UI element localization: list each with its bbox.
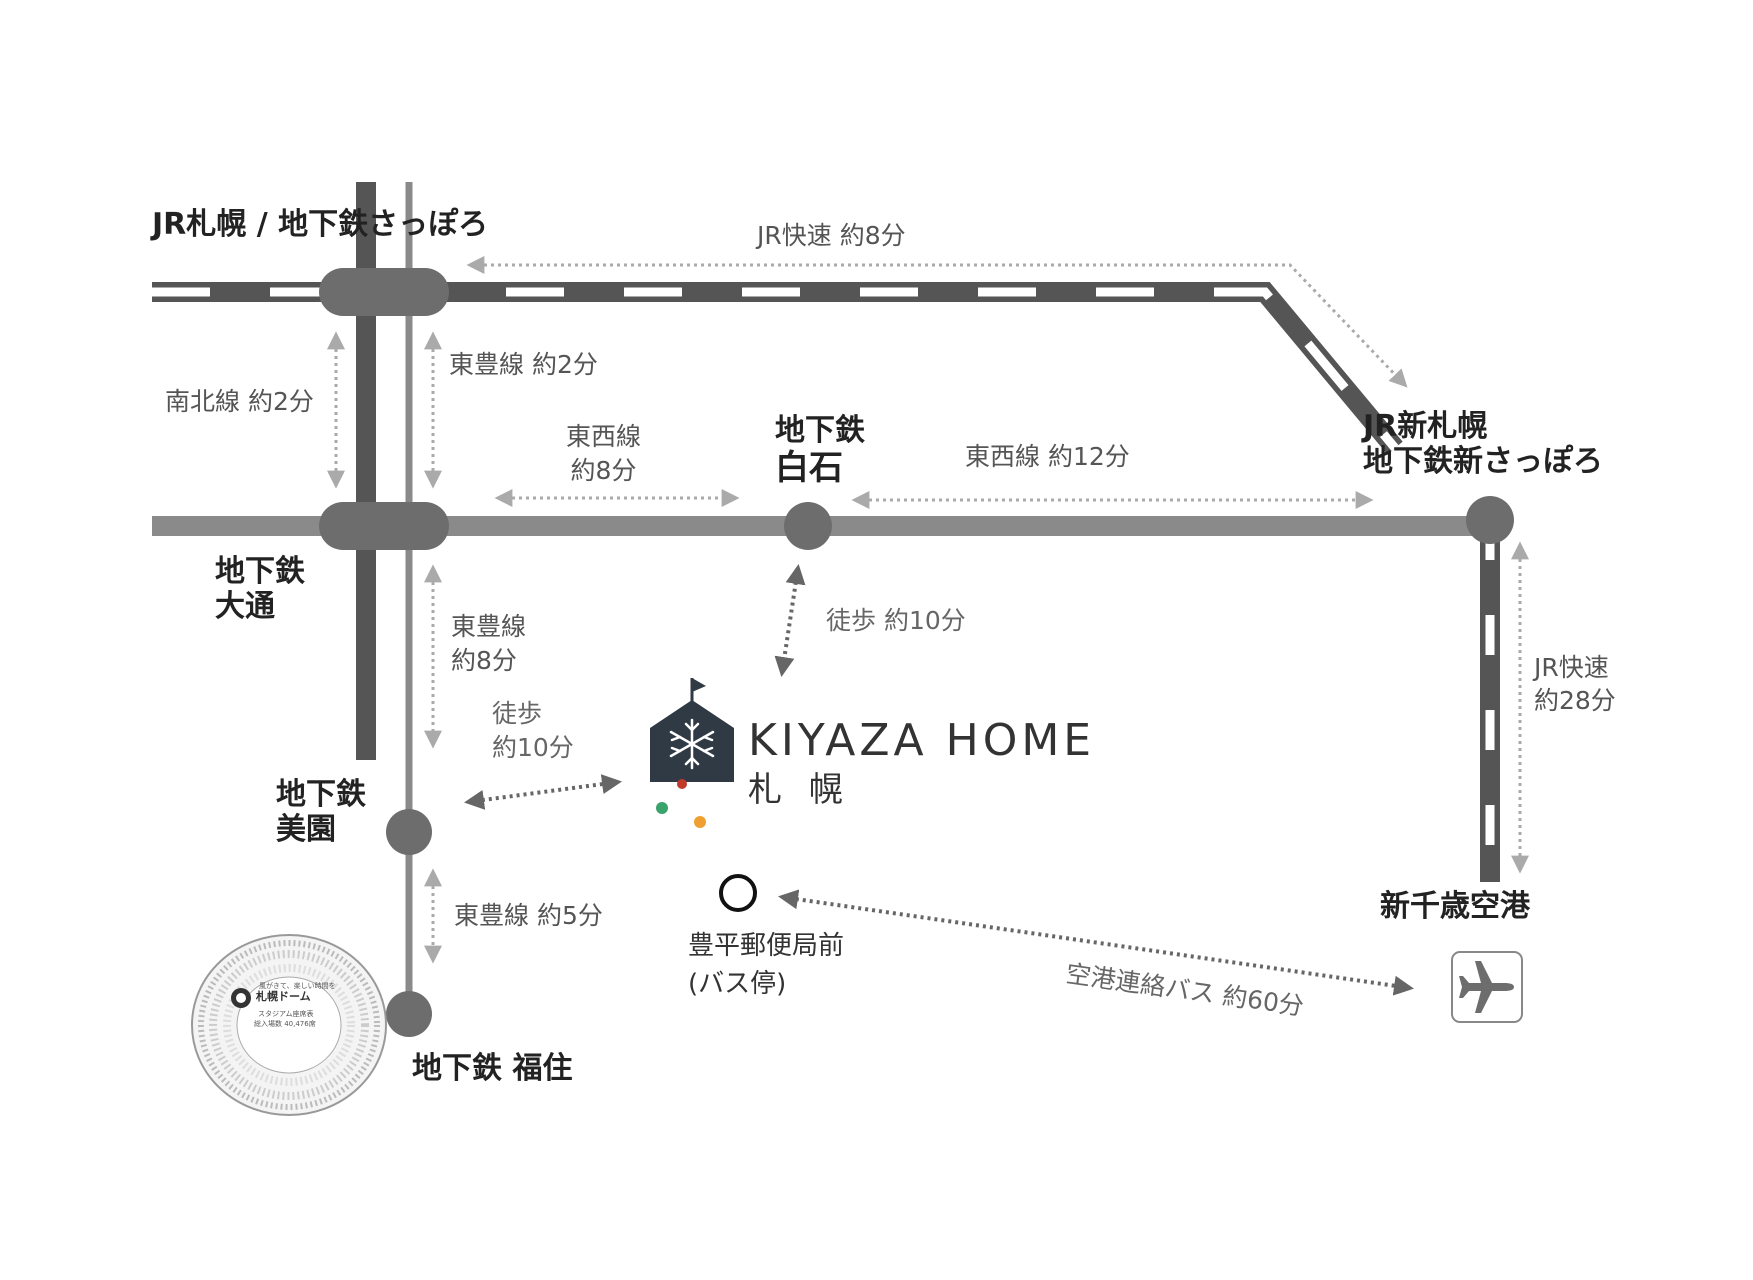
bus-stop-icon[interactable] — [719, 874, 757, 912]
station-marker-fukuzumi[interactable] — [386, 991, 432, 1037]
route-label-nanboku-2: 南北線 約2分 — [165, 387, 314, 416]
route-label-toho-2: 東豊線 約2分 — [449, 350, 598, 379]
airplane-icon[interactable] — [1451, 951, 1523, 1023]
route-label-toho-8-line2: 約8分 — [451, 645, 517, 675]
route-label-toho-5: 東豊線 約5分 — [454, 901, 603, 930]
station-label-shin-sapporo-line1: JR新札幌 — [1363, 409, 1488, 444]
station-label-shiroishi-line2: 白石 — [775, 447, 843, 488]
station-marker-shiroishi[interactable] — [784, 502, 832, 550]
route-label-walk-misono-line2: 約10分 — [492, 732, 574, 762]
dome-capacity: 総入場数 40,476席 — [254, 1020, 316, 1028]
arrow-walk-misono — [464, 774, 622, 810]
station-label-shiroishi-line1: 地下鉄 — [775, 413, 865, 448]
brand-name[interactable]: KIYAZA HOME — [748, 715, 1096, 766]
route-label-walk-shiroishi: 徒歩 約10分 — [826, 606, 966, 635]
station-label-shiroishi: 地下鉄 白石 — [775, 413, 865, 488]
route-label-toho-8-line1: 東豊線 — [451, 612, 527, 641]
arrow-walk-shiroishi — [774, 564, 806, 677]
route-label-toho-8: 東豊線 約8分 — [451, 610, 526, 678]
route-label-tozai-12: 東西線 約12分 — [965, 442, 1130, 471]
route-label-jr-rapid-28-line2: 約28分 — [1534, 685, 1616, 715]
route-label-tozai-8: 東西線 約8分 — [566, 420, 641, 488]
walk-arrows — [464, 564, 1414, 996]
route-label-jr-rapid-28-line1: JR快速 — [1534, 653, 1609, 682]
route-label-tozai-8-line2: 約8分 — [570, 455, 637, 485]
station-label-odori-line2: 大通 — [215, 588, 275, 624]
station-marker-sapporo[interactable] — [319, 268, 449, 316]
bus-stop-label-line1: 豊平郵便局前 — [688, 931, 845, 961]
brand-city: 札 幌 — [748, 770, 851, 810]
station-label-fukuzumi: 地下鉄 福住 — [412, 1051, 573, 1086]
station-label-jr-sapporo: JR札幌 / 地下鉄さっぽろ — [152, 207, 489, 242]
snowflake-house-icon — [650, 678, 734, 828]
sapporo-dome-illustration — [191, 934, 387, 1116]
arrow-jr-rapid-8 — [466, 256, 1408, 388]
dome-name: 札幌ドーム — [256, 990, 311, 1003]
station-label-odori-line1: 地下鉄 — [215, 554, 305, 589]
station-marker-misono[interactable] — [386, 809, 432, 855]
station-label-odori: 地下鉄 大通 — [215, 554, 305, 624]
station-label-misono-line2: 美園 — [276, 811, 336, 847]
route-label-walk-misono: 徒歩 約10分 — [492, 697, 574, 765]
station-marker-odori[interactable] — [319, 502, 449, 550]
dome-sub: スタジアム座席表 — [258, 1010, 314, 1018]
arrow-airport-bus — [778, 889, 1414, 996]
station-label-misono-line1: 地下鉄 — [276, 777, 366, 812]
route-label-tozai-8-line1: 東西線 — [566, 422, 642, 451]
route-label-jr-rapid-28: JR快速 約28分 — [1534, 652, 1616, 717]
route-label-jr-rapid-8: JR快速 約8分 — [757, 221, 906, 250]
bus-stop-label: 豊平郵便局前 (バス停) — [688, 928, 844, 1003]
station-marker-shin-sapporo[interactable] — [1466, 496, 1514, 544]
station-label-shin-sapporo-line2: 地下鉄新さっぽろ — [1363, 443, 1603, 479]
route-label-walk-misono-line1: 徒歩 — [492, 699, 543, 728]
route-arrows — [327, 256, 1529, 964]
station-label-new-chitose: 新千歳空港 — [1380, 889, 1530, 924]
station-label-shin-sapporo: JR新札幌 地下鉄新さっぽろ — [1363, 409, 1603, 479]
dome-slogan: 風がきて、楽しい時間を — [259, 982, 336, 990]
bus-stop-label-line2: (バス停) — [688, 968, 787, 999]
station-label-misono: 地下鉄 美園 — [276, 777, 366, 847]
